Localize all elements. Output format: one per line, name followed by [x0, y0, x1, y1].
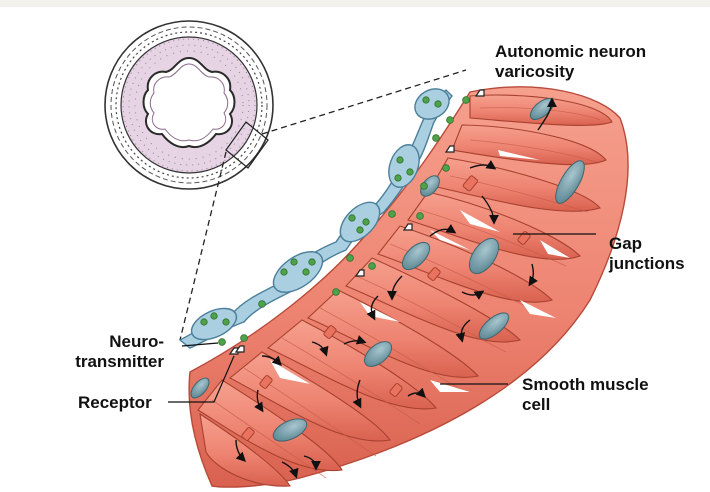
label-autonomic-neuron-varicosity: Autonomic neuron varicosity: [495, 42, 647, 81]
label-receptor: Receptor: [78, 393, 152, 412]
vessel-cross-section: [104, 20, 274, 190]
label-smooth-muscle-cell: Smooth muscle cell: [522, 375, 649, 414]
autonomic-neuron-axon: [178, 88, 485, 355]
top-band: [0, 0, 710, 7]
label-gap-junctions: Gap junctions: [609, 234, 685, 273]
leader-lines: [168, 233, 596, 403]
label-neurotransmitter: Neuro- transmitter: [75, 332, 164, 371]
smooth-muscle-tissue: [188, 86, 629, 488]
